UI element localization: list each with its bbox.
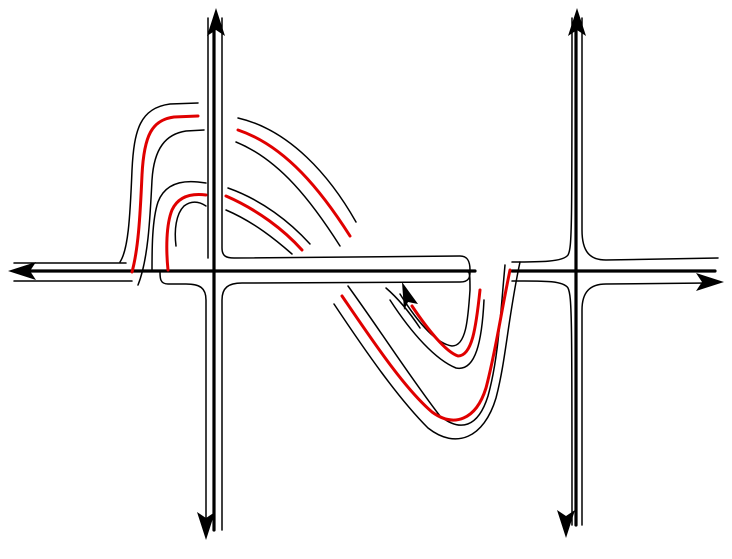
arrowhead-inner-loop [402,282,418,310]
arrowhead-right [696,273,724,291]
upper-left-outer-loop [119,102,205,286]
arrowhead-down-left-axis [197,512,215,540]
arrowhead-down-right-axis [557,510,575,538]
upper-diagonal-band-outer [235,117,357,247]
lower-diagonal-band-outer [333,261,521,440]
horizontal-axis-left [13,262,477,282]
upper-left-inner-loop [151,180,208,272]
upper-diagonal-band-inner [224,187,311,255]
arrowhead-up-left-axis [207,8,225,36]
horizontal-axis-right [510,17,719,526]
arrowhead-up-right-axis [568,8,586,36]
lower-diagonal-band-inner [385,271,485,369]
arrowhead-left [8,262,36,280]
left-vertical-axis [159,17,471,532]
